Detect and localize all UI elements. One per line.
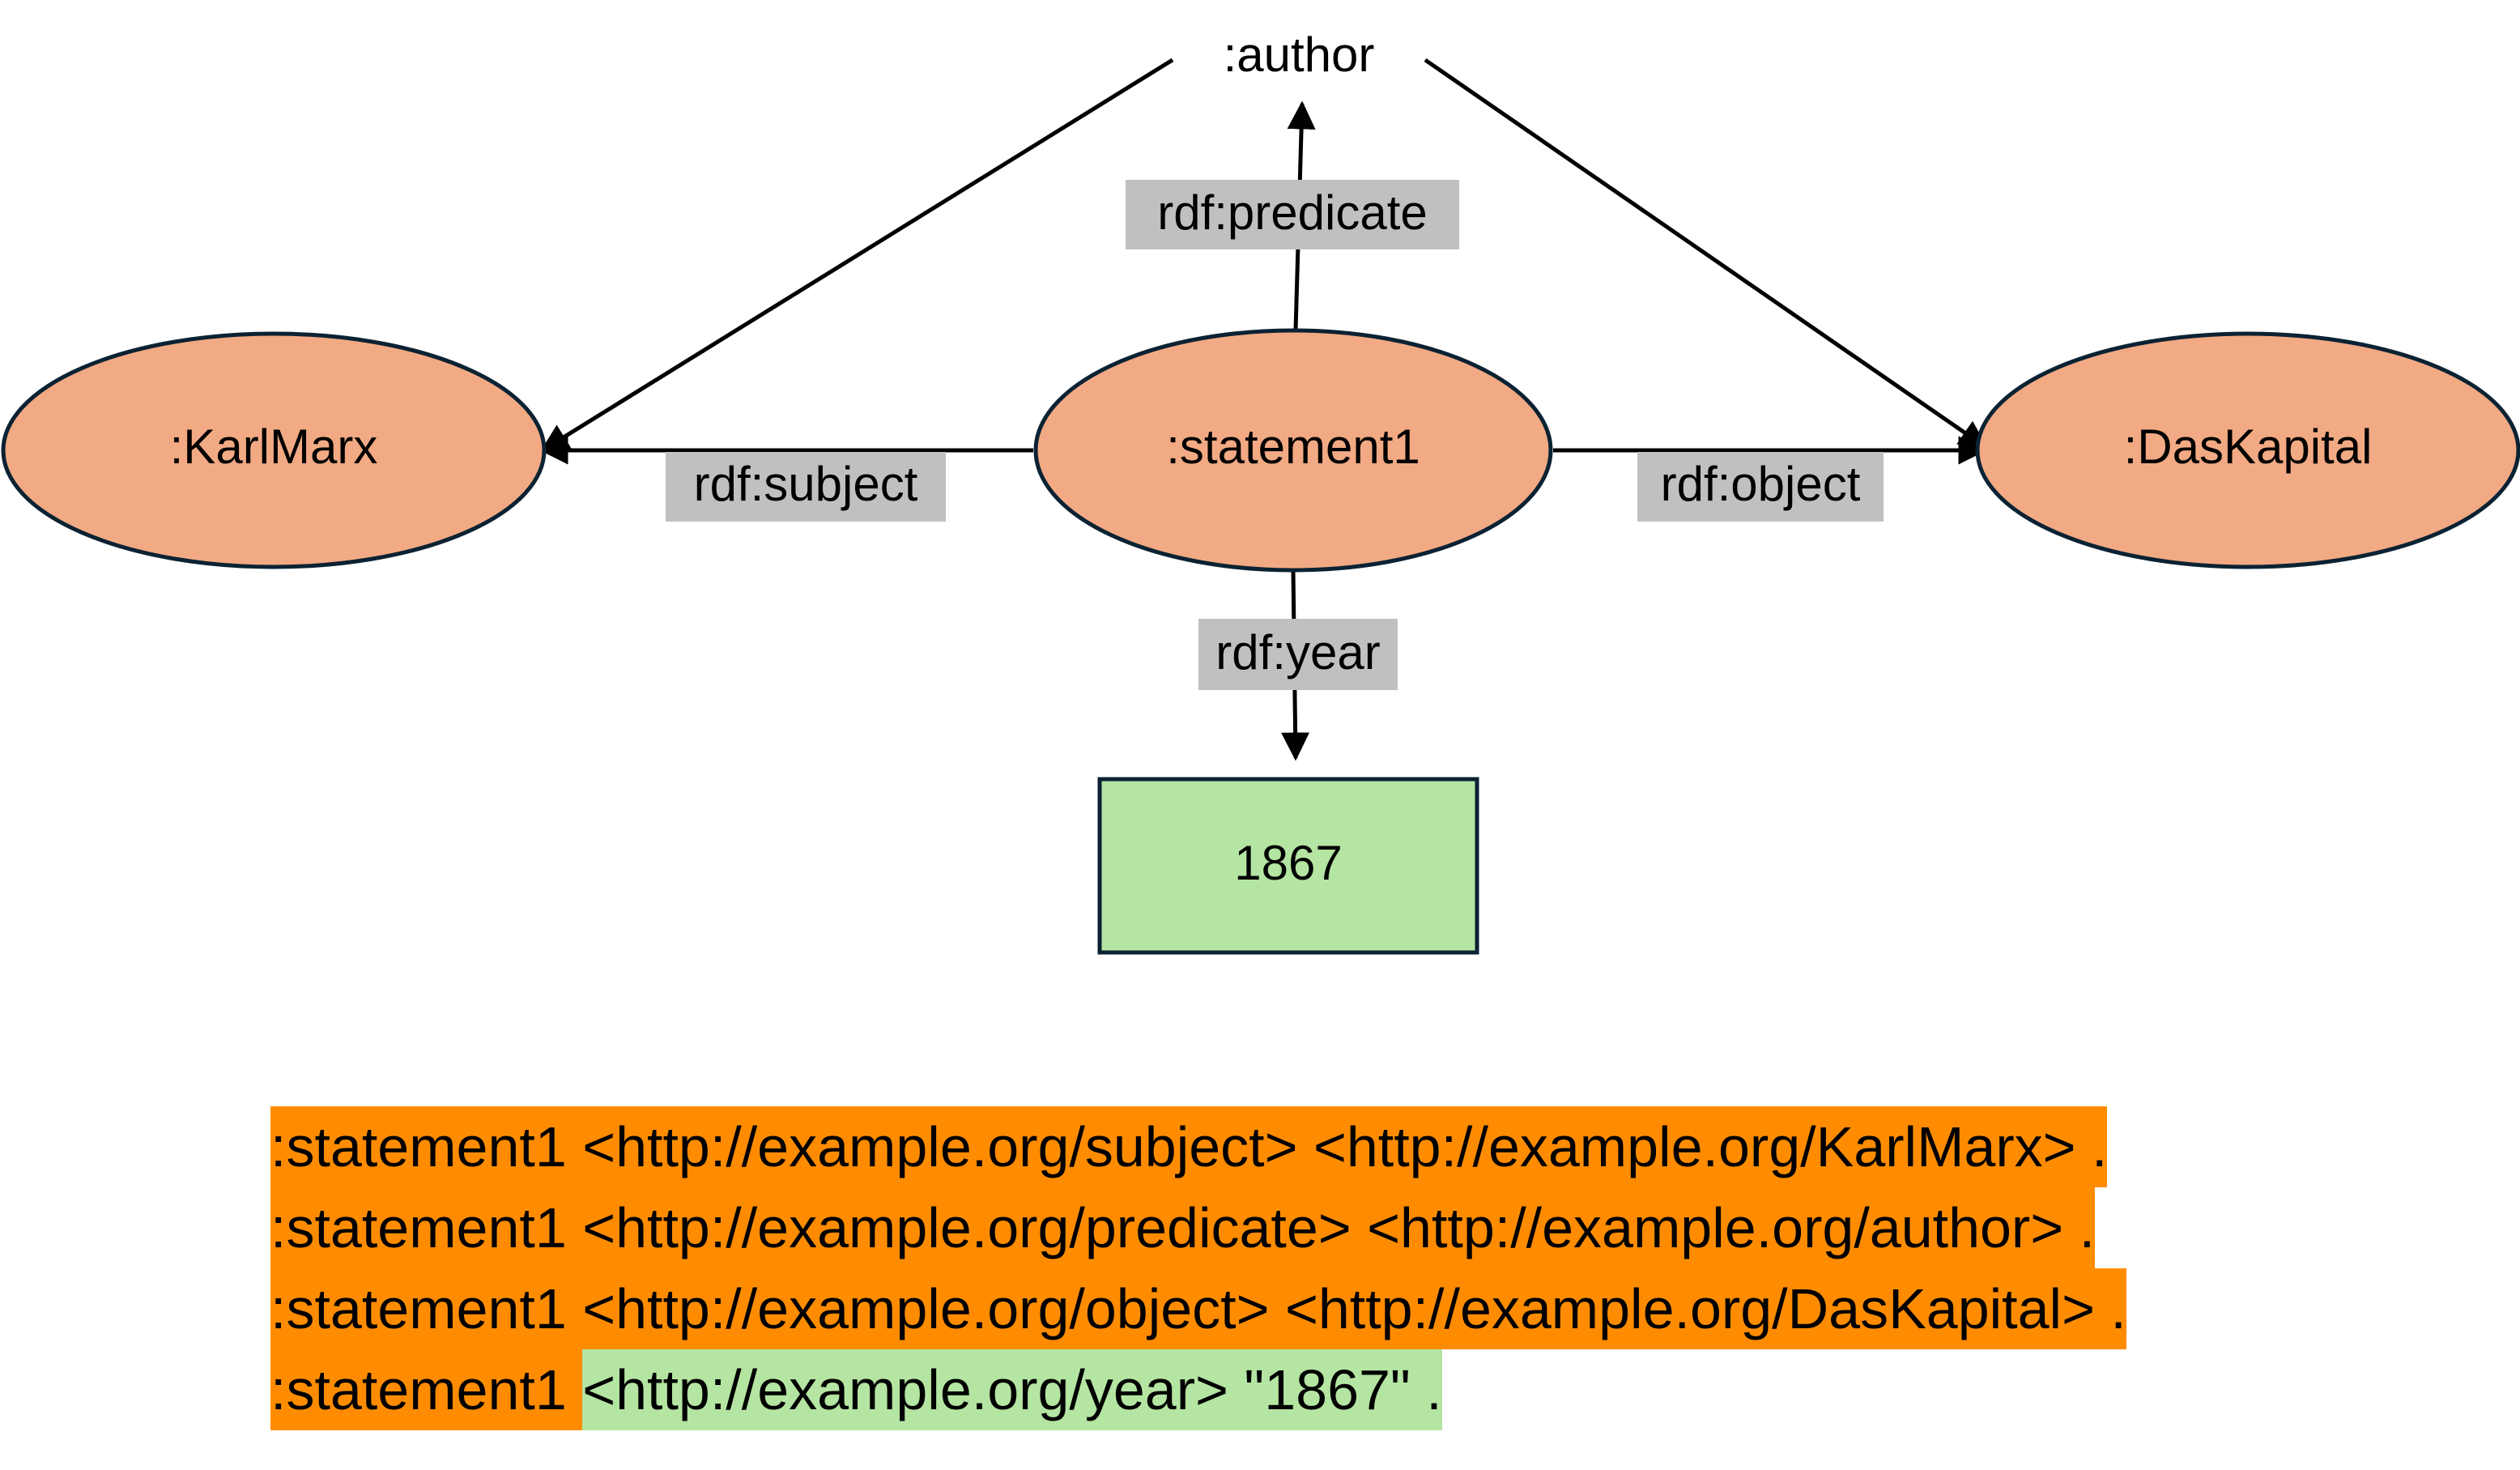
year-literal-node: 1867 bbox=[1097, 777, 1479, 955]
edge-label-year: rdf:year bbox=[1198, 619, 1398, 690]
triple-line: :statement1 <http://example.org/predicat… bbox=[270, 1187, 2126, 1268]
year-literal-label: 1867 bbox=[1234, 836, 1342, 890]
statement1-node: :statement1 bbox=[1033, 328, 1553, 573]
rdf-reification-graph: :author :KarlMarx :statement1 :DasKapita… bbox=[1, 28, 2520, 955]
triple-line: :statement1 <http://example.org/object> … bbox=[270, 1268, 2126, 1349]
triple-line: :statement1 <http://example.org/subject>… bbox=[270, 1106, 2126, 1187]
karlmarx-node: :KarlMarx bbox=[1, 331, 547, 569]
statement1-label: :statement1 bbox=[1166, 420, 1420, 474]
triple-segment: :statement1 bbox=[270, 1349, 583, 1430]
daskapital-label: :DasKapital bbox=[2124, 420, 2373, 474]
edge-label-object: rdf:object bbox=[1637, 452, 1884, 522]
edge-author-to-karlmarx bbox=[540, 58, 1174, 453]
edge-label-subject: rdf:subject bbox=[666, 452, 946, 522]
triple-segment: :statement1 <http://example.org/subject>… bbox=[270, 1106, 2108, 1187]
edge-label-predicate: rdf:predicate bbox=[1126, 180, 1459, 249]
triple-segment: :statement1 <http://example.org/object> … bbox=[270, 1268, 2126, 1349]
edge-label-predicate-text: rdf:predicate bbox=[1157, 185, 1428, 240]
edge-label-year-text: rdf:year bbox=[1215, 625, 1380, 680]
triple-line: :statement1 <http://example.org/year> "1… bbox=[270, 1349, 2126, 1430]
author-node: :author bbox=[1224, 28, 1375, 82]
edge-label-subject-text: rdf:subject bbox=[694, 457, 918, 511]
daskapital-node: :DasKapital bbox=[1975, 331, 2520, 569]
triple-segment: :statement1 <http://example.org/predicat… bbox=[270, 1187, 2096, 1268]
edge-author-to-daskapital bbox=[1424, 58, 1988, 450]
edge-label-object-text: rdf:object bbox=[1661, 457, 1861, 511]
triple-literal-segment: <http://example.org/year> "1867" . bbox=[582, 1349, 1442, 1430]
karlmarx-label: :KarlMarx bbox=[170, 420, 378, 474]
ntriples-listing: :statement1 <http://example.org/subject>… bbox=[270, 1106, 2126, 1430]
